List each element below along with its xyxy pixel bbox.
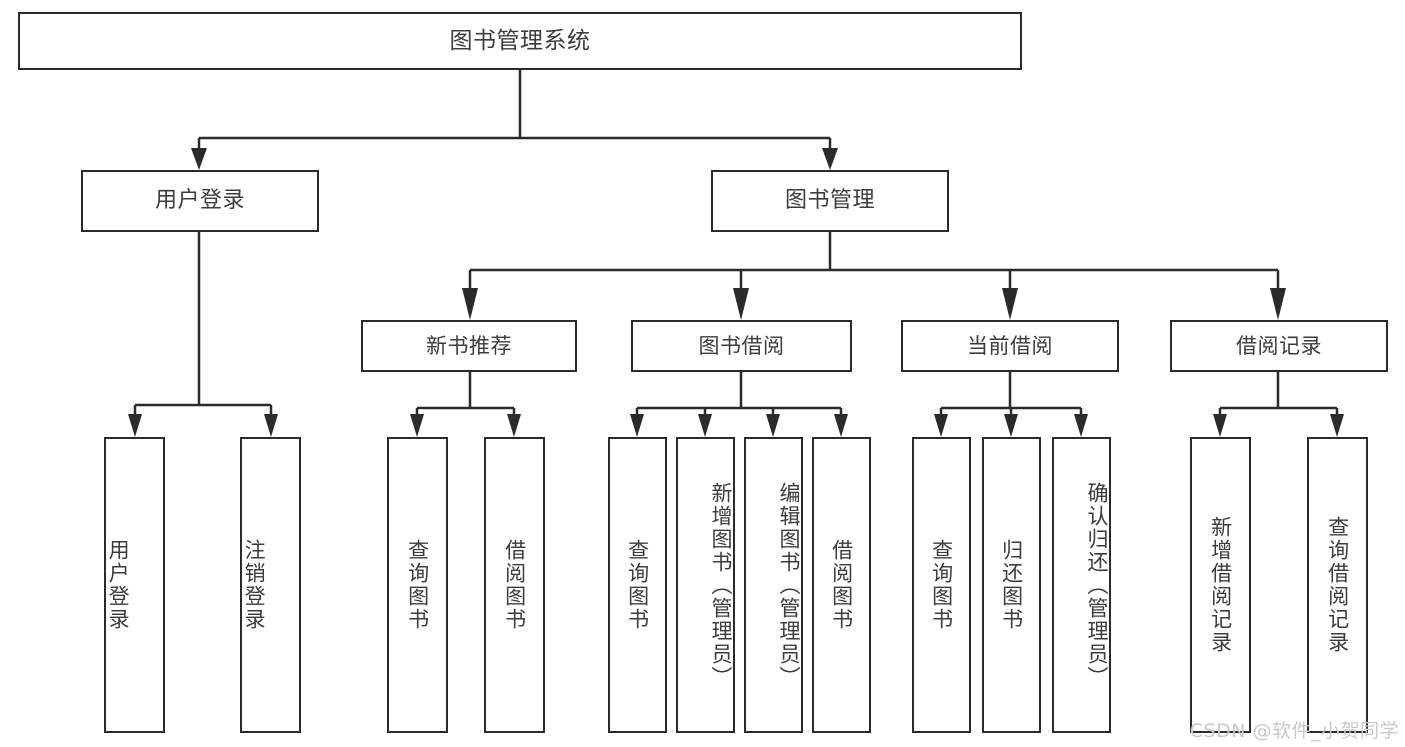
node-leaf-borrow-book-a[interactable]: 借阅图书 <box>484 437 545 733</box>
arrowhead-leaf-query-record <box>1330 414 1344 437</box>
node-root-system[interactable]: 图书管理系统 <box>18 12 1022 70</box>
node-leaf-add-book[interactable]: 新增图书（管理员） <box>676 437 735 733</box>
arrowhead-leaf-query-book-b <box>630 414 644 437</box>
node-borrow-record[interactable]: 借阅记录 <box>1170 320 1388 372</box>
arrowhead-leaf-borrow-book-b <box>834 414 848 437</box>
node-new-book-recommend[interactable]: 新书推荐 <box>361 320 577 372</box>
node-book-management[interactable]: 图书管理 <box>711 170 949 232</box>
csdn-watermark: CSDN @软件_小贺同学 <box>1189 720 1399 742</box>
node-user-login[interactable]: 用户登录 <box>81 170 319 232</box>
arrowhead-book-borrow <box>733 288 749 320</box>
arrowhead-leaf-query-book-c <box>934 414 948 437</box>
node-current-borrow[interactable]: 当前借阅 <box>901 320 1119 372</box>
node-leaf-user-login[interactable]: 用户登录 <box>104 437 165 733</box>
node-leaf-borrow-book-b[interactable]: 借阅图书 <box>812 437 871 733</box>
arrowhead-leaf-edit-book <box>766 414 780 437</box>
arrowhead-leaf-add-record <box>1213 414 1227 437</box>
arrowhead-borrow-record <box>1270 288 1286 320</box>
arrowhead-leaf-return-book <box>1004 414 1018 437</box>
arrowhead-new-book-recommend <box>462 288 478 320</box>
node-leaf-return-book[interactable]: 归还图书 <box>982 437 1041 733</box>
node-leaf-add-record[interactable]: 新增借阅记录 <box>1190 437 1251 733</box>
node-leaf-confirm-return[interactable]: 确认归还（管理员） <box>1052 437 1111 733</box>
arrowhead-leaf-logout <box>264 414 278 437</box>
arrowhead-leaf-confirm-return <box>1074 414 1088 437</box>
arrowhead-leaf-add-book <box>698 414 712 437</box>
arrowhead-user-login <box>191 148 207 170</box>
node-leaf-query-book-c[interactable]: 查询图书 <box>912 437 971 733</box>
arrowhead-leaf-borrow-book-a <box>507 414 521 437</box>
arrowhead-book-management <box>822 148 838 170</box>
arrowhead-leaf-user-login <box>128 414 142 437</box>
node-book-borrow[interactable]: 图书借阅 <box>631 320 852 372</box>
node-leaf-edit-book[interactable]: 编辑图书（管理员） <box>744 437 803 733</box>
arrowhead-current-borrow <box>1002 288 1018 320</box>
node-leaf-query-record[interactable]: 查询借阅记录 <box>1307 437 1368 733</box>
node-leaf-logout[interactable]: 注销登录 <box>240 437 301 733</box>
node-leaf-query-book-a[interactable]: 查询图书 <box>387 437 448 733</box>
arrowhead-leaf-query-book-a <box>410 414 424 437</box>
node-leaf-query-book-b[interactable]: 查询图书 <box>608 437 667 733</box>
